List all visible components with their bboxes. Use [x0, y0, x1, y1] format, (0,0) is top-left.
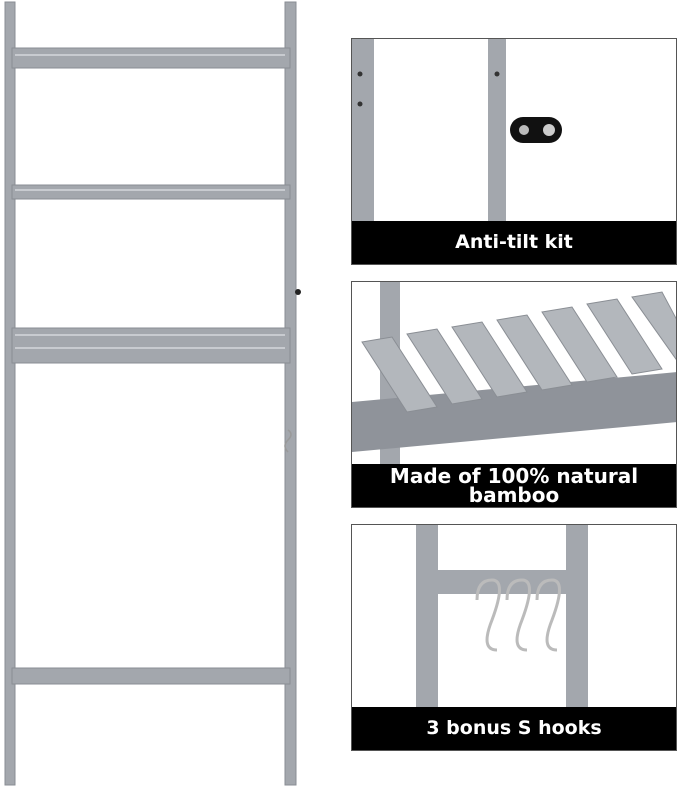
anti-tilt-knob — [295, 289, 301, 295]
middle-shelf — [11, 184, 291, 200]
s-hooks-icon — [416, 525, 588, 709]
bathroom-shelf-illustration — [4, 1, 301, 786]
left-post — [4, 1, 16, 786]
bottom-shelf — [11, 327, 291, 364]
top-shelf — [11, 47, 291, 69]
feature-label: 3 bonus S hooks — [352, 707, 676, 750]
anti-tilt-bracket-icon — [352, 39, 562, 223]
feature-label: Made of 100% natural bamboo — [352, 464, 676, 507]
feature-label: Anti-tilt kit — [352, 221, 676, 264]
feature-panel-hooks: 3 bonus S hooks — [351, 524, 677, 751]
right-post — [284, 1, 297, 786]
bottom-crossbar — [11, 667, 291, 685]
bamboo-shelf-slats-icon — [352, 282, 676, 466]
feature-panel-bamboo: Made of 100% natural bamboo — [351, 281, 677, 508]
feature-panel-anti-tilt: Anti-tilt kit — [351, 38, 677, 265]
s-hook — [284, 429, 292, 453]
